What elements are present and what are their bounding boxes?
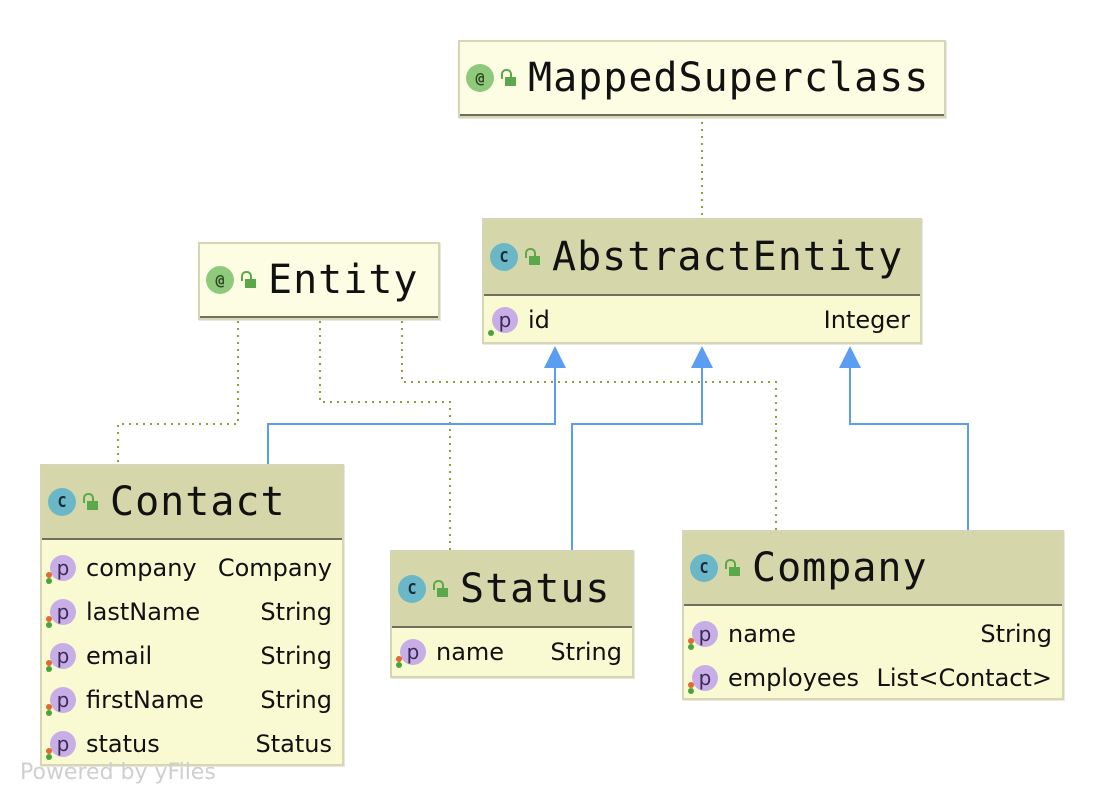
- node-mappedsuperclass[interactable]: @ MappedSuperclass: [458, 40, 946, 118]
- field-type: String: [980, 620, 1052, 648]
- field-row[interactable]: p name String: [688, 612, 1052, 656]
- node-title: AbstractEntity: [552, 234, 904, 280]
- node-header: @ Entity: [200, 244, 438, 318]
- field-name: company: [86, 554, 197, 582]
- class-badge-icon: C: [48, 488, 76, 516]
- node-header: C Contact: [42, 466, 342, 540]
- property-icon: p: [396, 639, 426, 668]
- node-title: MappedSuperclass: [528, 55, 930, 101]
- property-icon: p: [488, 307, 518, 336]
- node-header: @ MappedSuperclass: [460, 42, 944, 116]
- lock-open-icon: [724, 559, 742, 577]
- annotation-badge-icon: @: [466, 64, 494, 92]
- field-row[interactable]: p status Status: [46, 722, 332, 766]
- field-name: status: [86, 730, 160, 758]
- node-entity[interactable]: @ Entity: [198, 242, 440, 320]
- field-name: id: [528, 306, 550, 334]
- node-title: Status: [460, 566, 611, 612]
- class-badge-icon: C: [490, 243, 518, 271]
- node-header: C Company: [684, 532, 1062, 606]
- class-badge-icon: C: [690, 554, 718, 582]
- inherit-arrowhead-contact: [544, 346, 566, 368]
- lock-open-icon: [524, 248, 542, 266]
- field-type: String: [260, 598, 332, 626]
- field-name: name: [728, 620, 797, 648]
- field-row[interactable]: p id Integer: [488, 298, 910, 342]
- node-title: Entity: [268, 257, 419, 303]
- property-icon: p: [46, 687, 76, 716]
- lock-open-icon: [432, 580, 450, 598]
- edge-company-extends-abstractentity: [849, 368, 969, 530]
- property-icon: p: [46, 555, 76, 584]
- lock-open-icon: [82, 493, 100, 511]
- field-type: String: [260, 642, 332, 670]
- node-header: C AbstractEntity: [484, 220, 920, 296]
- lock-open-icon: [240, 271, 258, 289]
- field-list: p name String p employees List<Contact>: [684, 606, 1062, 704]
- annotation-badge-icon: @: [206, 266, 234, 294]
- node-title: Company: [752, 545, 928, 591]
- field-name: email: [86, 642, 153, 670]
- node-abstractentity[interactable]: C AbstractEntity p id Integer: [482, 218, 922, 344]
- property-icon: p: [46, 599, 76, 628]
- node-title: Contact: [110, 479, 286, 525]
- property-icon: p: [46, 731, 76, 760]
- node-status[interactable]: C Status p name String: [390, 550, 634, 678]
- field-name: lastName: [86, 598, 201, 626]
- inherit-arrowhead-status: [691, 346, 713, 368]
- field-row[interactable]: p name String: [396, 630, 622, 674]
- field-type: Company: [217, 554, 332, 582]
- field-type: String: [550, 638, 622, 666]
- field-list: p id Integer: [484, 296, 920, 346]
- field-type: String: [260, 686, 332, 714]
- field-type: List<Contact>: [876, 664, 1052, 692]
- property-icon: p: [688, 621, 718, 650]
- property-icon: p: [688, 665, 718, 694]
- property-icon: p: [46, 643, 76, 672]
- field-name: name: [436, 638, 505, 666]
- inherit-arrowhead-company: [839, 346, 861, 368]
- edge-status-extends-abstractentity: [571, 368, 703, 550]
- field-type: Status: [255, 730, 332, 758]
- field-type: Integer: [823, 306, 910, 334]
- edge-company-entity: [401, 320, 777, 530]
- edge-contact-extends-abstractentity: [267, 368, 556, 464]
- node-header: C Status: [392, 552, 632, 628]
- field-row[interactable]: p firstName String: [46, 678, 332, 722]
- field-list: p company Company p lastName String p em…: [42, 540, 342, 770]
- node-company[interactable]: C Company p name String p employees List…: [682, 530, 1064, 700]
- lock-open-icon: [500, 69, 518, 87]
- class-badge-icon: C: [398, 575, 426, 603]
- field-name: firstName: [86, 686, 204, 714]
- watermark: Powered by yFiles: [20, 760, 216, 785]
- field-name: employees: [728, 664, 859, 692]
- field-row[interactable]: p lastName String: [46, 590, 332, 634]
- field-list: p name String: [392, 628, 632, 678]
- edge-contact-entity: [117, 320, 239, 462]
- field-row[interactable]: p email String: [46, 634, 332, 678]
- field-row[interactable]: p employees List<Contact>: [688, 656, 1052, 700]
- node-contact[interactable]: C Contact p company Company p lastName S…: [40, 464, 344, 766]
- field-row[interactable]: p company Company: [46, 546, 332, 590]
